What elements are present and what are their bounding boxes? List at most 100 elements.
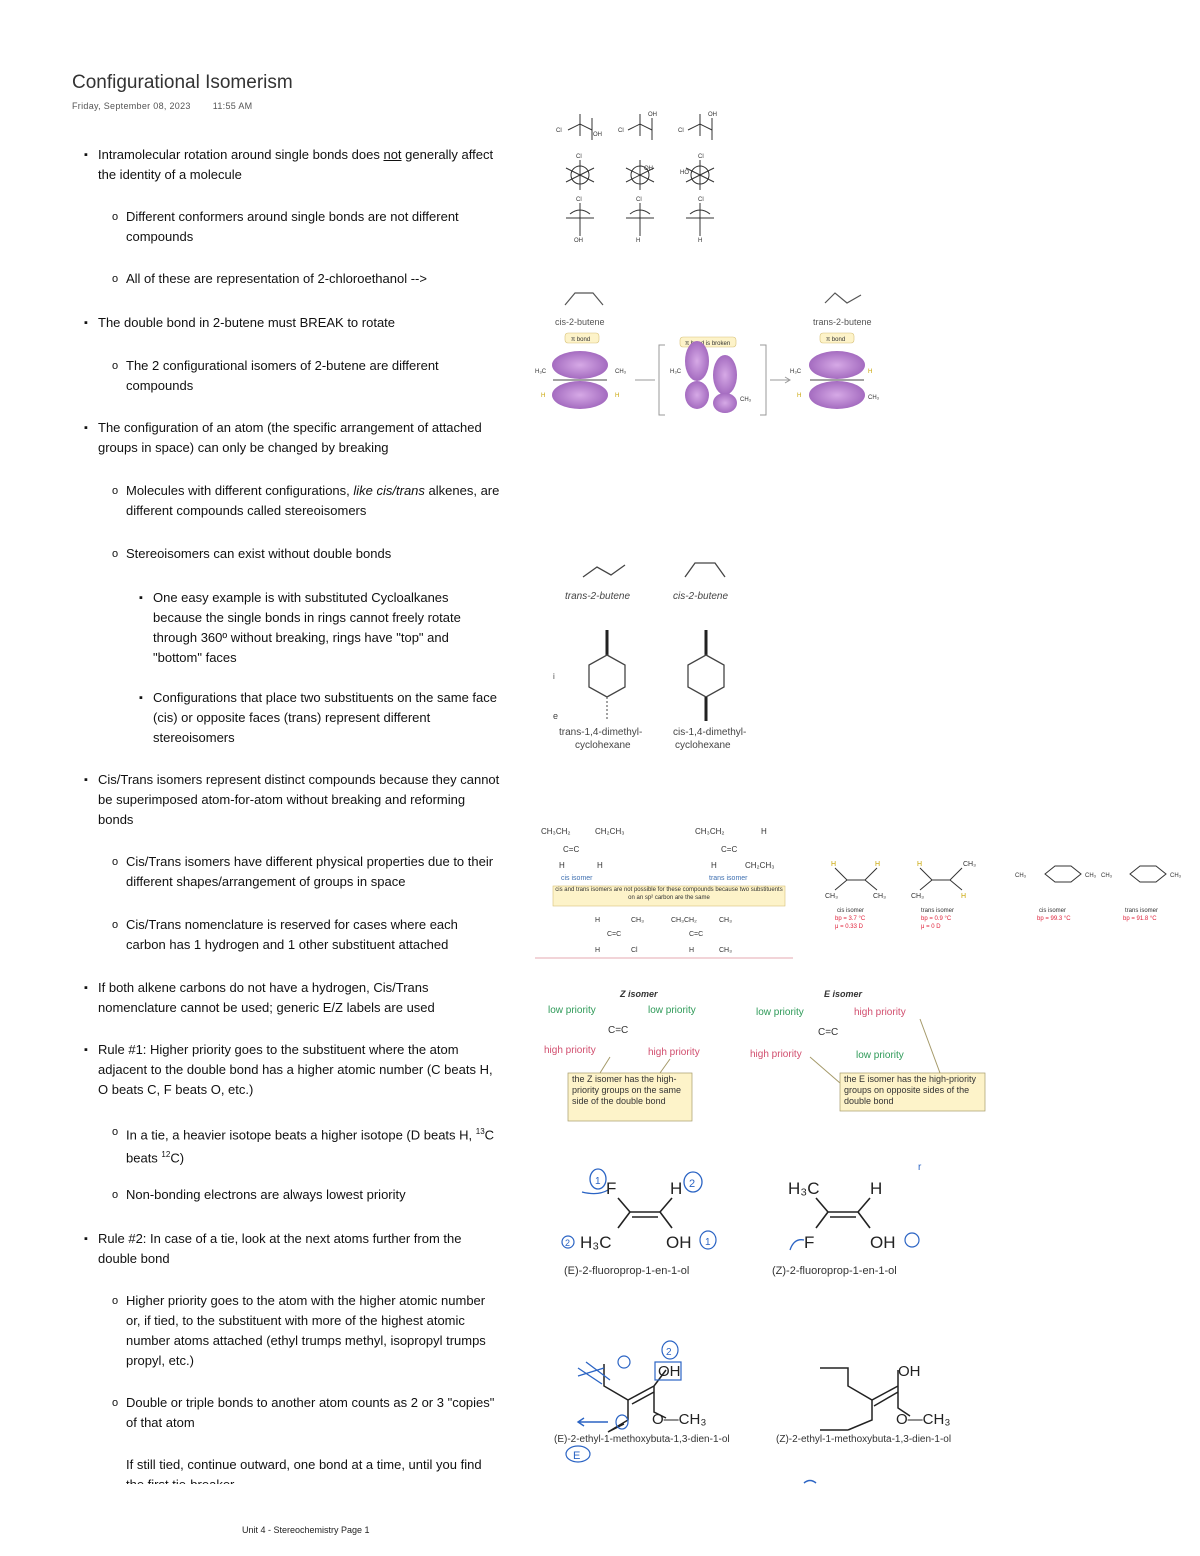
svg-text:H: H [961, 893, 966, 900]
svg-text:Cl: Cl [698, 197, 704, 203]
svg-text:CH₃: CH₃ [825, 893, 838, 900]
svg-text:H₃C: H₃C [790, 369, 802, 375]
svg-text:high priority: high priority [544, 1045, 596, 1056]
svg-text:π bond: π bond [826, 337, 845, 343]
svg-text:O—CH₃: O—CH₃ [652, 1411, 706, 1428]
svg-text:H: H [689, 947, 694, 954]
svg-text:OH: OH [593, 132, 602, 138]
svg-text:Cl: Cl [698, 154, 704, 160]
svg-text:CH₃: CH₃ [631, 917, 644, 924]
note-distinct-compounds: ▪Cis/Trans isomers represent distinct co… [84, 772, 500, 827]
svg-text:H₃C: H₃C [670, 369, 682, 375]
svg-text:H: H [870, 1179, 882, 1198]
svg-text:2: 2 [565, 1238, 570, 1248]
svg-text:F: F [606, 1179, 616, 1198]
cis-trans-properties-figure: CH₃CH₂ CH₂CH₃ C=C H H CH₃CH₂ H C=C H CH₂… [535, 827, 1182, 959]
svg-text:trans-1,4-dimethyl-: trans-1,4-dimethyl- [559, 727, 642, 738]
svg-text:Cl: Cl [556, 128, 562, 134]
svg-text:bp = 91.8 °C: bp = 91.8 °C [1123, 916, 1157, 922]
svg-text:H: H [917, 861, 922, 868]
svg-text:O—CH₃: O—CH₃ [896, 1411, 950, 1428]
svg-text:H: H [636, 238, 640, 244]
svg-text:high priority: high priority [854, 1007, 906, 1018]
svg-text:H: H [868, 369, 872, 375]
svg-text:cyclohexane: cyclohexane [675, 740, 731, 751]
svg-text:H₃C: H₃C [535, 369, 547, 375]
fluoropropenol-examples-figure: 1 F H 2 2 H₃C OH 1 (E)-2-fluoroprop-1-en… [561, 1162, 922, 1277]
svg-text:H: H [595, 947, 600, 954]
svg-text:e: e [553, 711, 558, 721]
svg-text:trans isomer: trans isomer [1125, 908, 1158, 914]
svg-text:OH: OH [708, 112, 717, 118]
svg-text:H₃C: H₃C [788, 1179, 819, 1198]
svg-text:OH: OH [666, 1233, 692, 1252]
svg-text:H: H [597, 861, 603, 870]
svg-text:(Z)-2-ethyl-1-methoxybuta-1,3-: (Z)-2-ethyl-1-methoxybuta-1,3-dien-1-ol [776, 1434, 951, 1445]
svg-text:H: H [670, 1179, 682, 1198]
svg-text:H: H [797, 393, 801, 399]
page-title: Configurational Isomerism [72, 72, 293, 93]
note-cis-trans-faces: ▪Configurations that place two substitue… [139, 690, 497, 745]
svg-text:E: E [573, 1450, 580, 1462]
svg-text:bp = 3.7 °C: bp = 3.7 °C [835, 916, 866, 922]
svg-text:π bond is broken: π bond is broken [685, 341, 730, 347]
svg-text:Cl: Cl [576, 197, 582, 203]
svg-text:OH: OH [658, 1363, 681, 1380]
svg-text:1: 1 [705, 1237, 711, 1248]
svg-text:low priority: low priority [548, 1005, 596, 1016]
svg-text:C=C: C=C [689, 931, 703, 938]
svg-text:CH₃: CH₃ [911, 893, 924, 900]
svg-text:CH₃: CH₃ [1015, 873, 1027, 879]
svg-text:CH₃CH₂: CH₃CH₂ [671, 917, 697, 924]
svg-text:CH₃: CH₃ [1170, 873, 1182, 879]
svg-text:cis isomer: cis isomer [561, 875, 593, 882]
svg-text:H: H [761, 827, 767, 836]
svg-text:trans isomer: trans isomer [921, 908, 954, 914]
svg-text:cis isomer: cis isomer [1039, 908, 1066, 914]
svg-text:low priority: low priority [756, 1007, 804, 1018]
svg-text:C=C: C=C [721, 845, 737, 854]
svg-text:bp = 0.9 °C: bp = 0.9 °C [921, 916, 952, 922]
svg-text:C=C: C=C [563, 845, 579, 854]
methoxybutadienol-examples-figure: 2 OH O—CH₃ (E)-2-ethyl-1-methoxybuta-1,3… [554, 1340, 951, 1484]
svg-text:cis-1,4-dimethyl-: cis-1,4-dimethyl- [673, 727, 746, 738]
svg-text:OH: OH [574, 238, 583, 244]
cis-butene-label: cis-2-butene [555, 317, 605, 327]
svg-text:C=C: C=C [818, 1027, 838, 1038]
note-configuration: ▪The configuration of an atom (the speci… [84, 420, 482, 455]
svg-text:1: 1 [595, 1176, 601, 1187]
svg-text:π bond: π bond [571, 337, 590, 343]
svg-text:high priority: high priority [648, 1047, 700, 1058]
svg-text:bp = 99.3 °C: bp = 99.3 °C [1037, 916, 1071, 922]
svg-text:high priority: high priority [750, 1049, 802, 1060]
svg-text:CH₂CH₃: CH₂CH₃ [595, 827, 624, 836]
svg-text:CH₃: CH₃ [1085, 873, 1097, 879]
note-rule-2: ▪Rule #2: In case of a tie, look at the … [84, 1231, 462, 1266]
svg-text:H: H [875, 861, 880, 868]
page-date: Friday, September 08, 2023 [72, 101, 191, 111]
svg-text:trans-2-butene: trans-2-butene [565, 591, 630, 602]
svg-text:H: H [831, 861, 836, 868]
svg-text:F: F [804, 1233, 814, 1252]
svg-text:OH: OH [870, 1233, 896, 1252]
cyclohexane-isomers-figure: trans-2-butene cis-2-butene i e trans-1,… [553, 562, 746, 751]
note-ez-labels: ▪If both alkene carbons do not have a hy… [84, 980, 435, 1015]
svg-text:low priority: low priority [648, 1005, 696, 1016]
svg-text:HO: HO [680, 170, 689, 176]
svg-text:CH₃CH₂: CH₃CH₂ [541, 827, 570, 836]
svg-text:low priority: low priority [856, 1050, 904, 1061]
svg-text:OH: OH [644, 166, 653, 172]
svg-text:μ = 0 D: μ = 0 D [921, 924, 941, 930]
svg-text:H₃C: H₃C [580, 1233, 611, 1252]
svg-text:CH₃: CH₃ [873, 893, 886, 900]
